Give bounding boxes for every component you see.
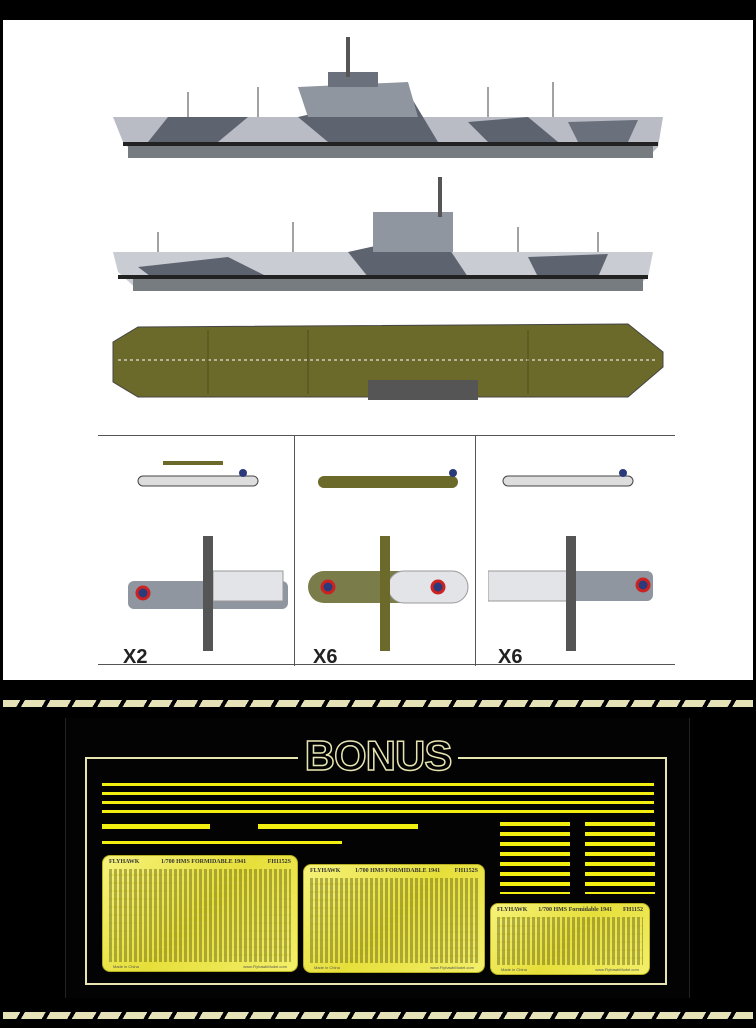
pe-title: 1/700 HMS FORMIDABLE 1941: [160, 859, 247, 865]
brass-rod: [102, 824, 210, 829]
pe-title: 1/700 HMS Formidable 1941: [538, 907, 613, 913]
pe-title: 1/700 HMS FORMIDABLE 1941: [354, 868, 441, 874]
pe-parts: [310, 878, 478, 963]
divider: [475, 436, 476, 666]
aircraft-count: X2: [123, 646, 148, 668]
brass-rod: [102, 841, 342, 844]
pe-made: Made in China: [314, 965, 340, 970]
pe-parts: [109, 869, 291, 962]
pe-parts: [497, 917, 643, 965]
pe-brand: FLYHAWK: [497, 907, 528, 913]
aircraft-swordfish: [128, 461, 288, 651]
brass-rod: [102, 783, 654, 786]
pe-brand: FLYHAWK: [310, 868, 341, 874]
brass-rod: [102, 801, 654, 804]
aircraft-count: X6: [498, 646, 523, 668]
brass-gun-barrels: [585, 822, 655, 894]
hazard-stripe-bottom: [3, 1012, 753, 1019]
brass-rod: [102, 810, 654, 813]
pe-brand: FLYHAWK: [109, 859, 140, 865]
aircraft-fulmar: [308, 469, 469, 651]
pe-url: www.FlyhawkModel.com: [430, 965, 474, 970]
illustration-panel: X2 X6 X6: [3, 20, 753, 680]
pe-url: www.FlyhawkModel.com: [243, 964, 287, 969]
photo-etch-sheet: FLYHAWK 1/700 HMS Formidable 1941 FH1152 M…: [490, 903, 650, 975]
pe-code: FH1152: [622, 907, 643, 913]
hazard-stripe-top: [3, 700, 753, 707]
pe-code: FH1152S: [267, 859, 291, 865]
pe-code: FH1152S: [454, 868, 478, 874]
aircraft-albacore: [488, 469, 653, 651]
brass-rod: [102, 792, 654, 795]
ship-deck-plan: [112, 323, 664, 400]
ship-profile-starboard: [113, 37, 663, 158]
pe-made: Made in China: [501, 967, 527, 972]
aircraft-grid: X2 X6 X6: [98, 435, 675, 668]
divider: [294, 436, 295, 666]
brass-rod: [258, 824, 418, 829]
pe-url: www.FlyhawkModel.com: [595, 967, 639, 972]
pe-made: Made in China: [113, 964, 139, 969]
bonus-title: BONUS: [298, 733, 458, 778]
brass-gun-barrels: [500, 822, 570, 894]
aircraft-count: X6: [313, 646, 338, 668]
ship-profile-port: [113, 177, 653, 291]
